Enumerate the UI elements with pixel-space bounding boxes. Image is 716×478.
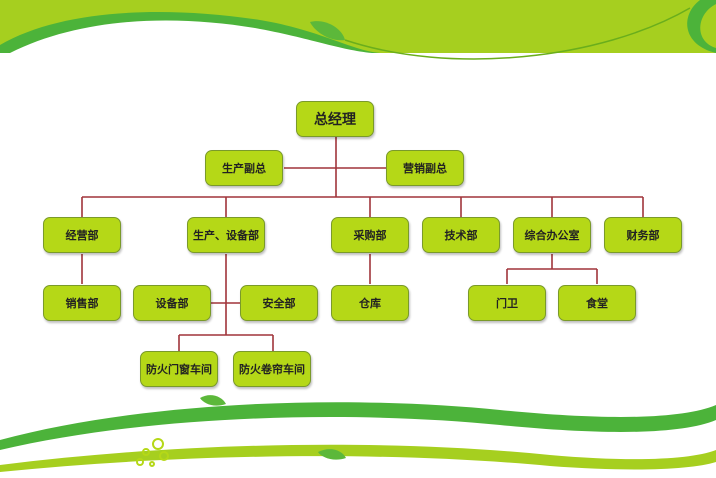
node-general-office: 综合办公室	[513, 217, 591, 253]
node-sales-dept: 销售部	[43, 285, 121, 321]
node-purchasing-dept: 采购部	[331, 217, 409, 253]
node-fire-door-workshop: 防火门窗车间	[140, 351, 218, 387]
node-finance-dept: 财务部	[604, 217, 682, 253]
node-gate-guard: 门卫	[468, 285, 546, 321]
node-canteen: 食堂	[558, 285, 636, 321]
node-fire-shutter-workshop: 防火卷帘车间	[233, 351, 311, 387]
node-warehouse: 仓库	[331, 285, 409, 321]
node-production-equipment-dept: 生产、设备部	[187, 217, 265, 253]
node-production-vp: 生产副总	[205, 150, 283, 186]
node-safety-dept: 安全部	[240, 285, 318, 321]
node-operations-dept: 经营部	[43, 217, 121, 253]
node-equipment-dept: 设备部	[133, 285, 211, 321]
connector-lines	[81, 137, 644, 351]
node-marketing-vp: 营销副总	[386, 150, 464, 186]
node-general-manager: 总经理	[296, 101, 374, 137]
node-technology-dept: 技术部	[422, 217, 500, 253]
